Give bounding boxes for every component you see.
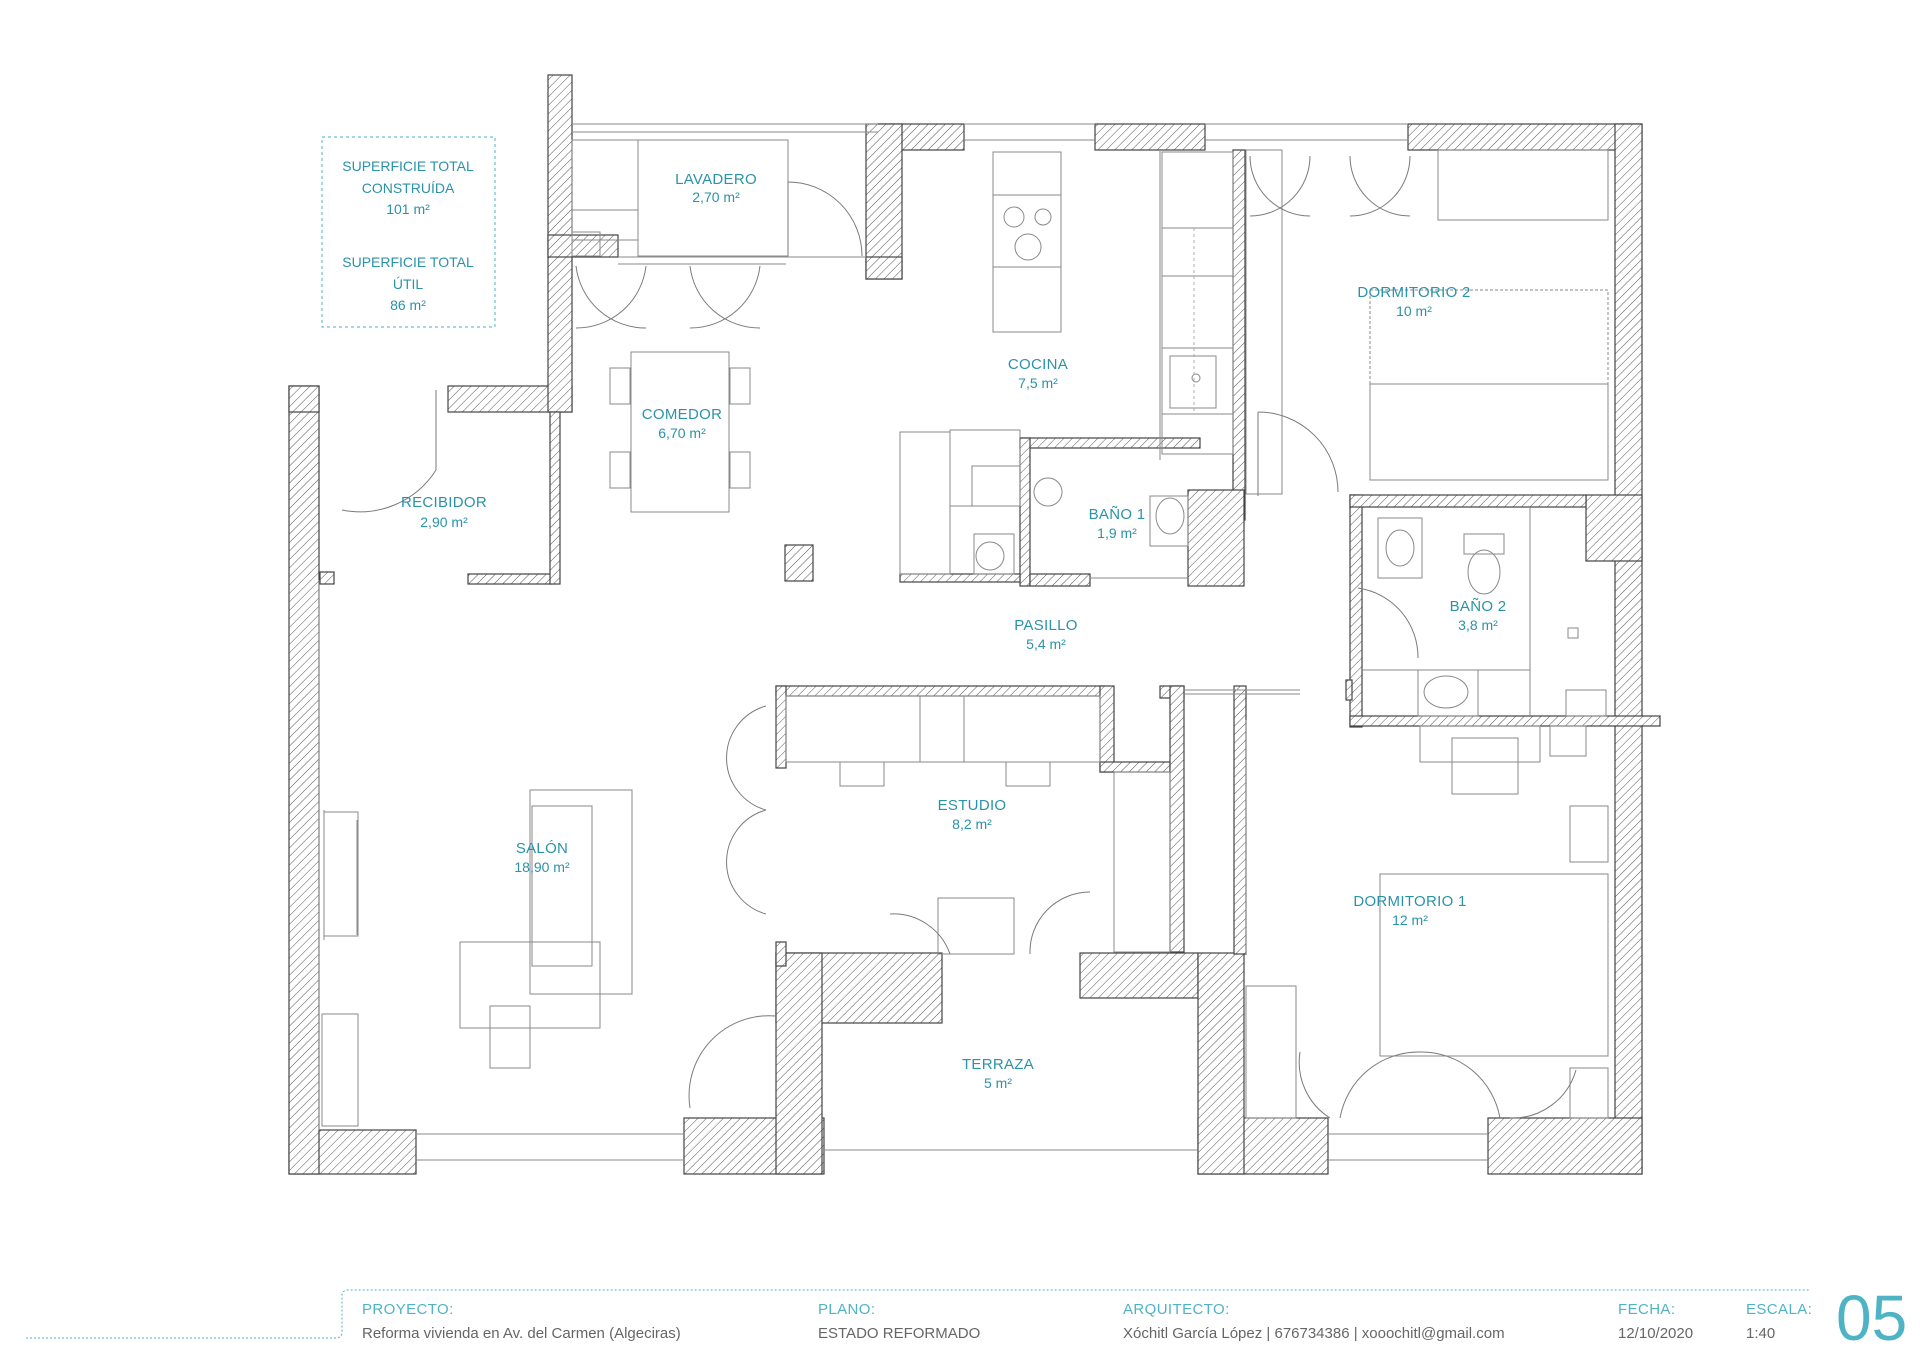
room-bano2-area: 3,8 m² [1458,617,1498,633]
exterior-walls [288,74,1643,1175]
scale-value: 1:40 [1746,1325,1775,1342]
usable-surface-label-1: SUPERFICIE TOTAL [342,254,474,270]
room-recibidor-name: RECIBIDOR [401,494,487,511]
usable-surface-value: 86 m² [390,297,426,313]
architect-value: Xóchitl García López | 676734386 | xoooc… [1123,1325,1505,1342]
scale-label: ESCALA: [1746,1301,1812,1318]
interior-partitions [319,149,1661,967]
title-block: PROYECTO: Reforma vivienda en Av. del Ca… [26,1282,1907,1354]
room-lavadero-name: LAVADERO [675,171,757,188]
room-pasillo-name: PASILLO [1014,617,1078,634]
room-dormitorio1-name: DORMITORIO 1 [1353,893,1466,910]
plan-label: PLANO: [818,1301,875,1318]
built-surface-label-2: CONSTRUÍDA [362,180,455,196]
room-salon-name: SALÓN [516,840,568,857]
room-labels: LAVADERO 2,70 m² COCINA 7,5 m² DORMITORI… [401,171,1506,1091]
built-surface-value: 101 m² [386,201,430,217]
usable-surface-label-2: ÚTIL [393,276,424,292]
room-comedor-area: 6,70 m² [658,425,706,441]
room-cocina-name: COCINA [1008,356,1068,373]
room-recibidor-area: 2,90 m² [420,514,468,530]
room-cocina-area: 7,5 m² [1018,375,1058,391]
built-surface-label-1: SUPERFICIE TOTAL [342,158,474,174]
project-label: PROYECTO: [362,1301,454,1318]
room-estudio-area: 8,2 m² [952,816,992,832]
plan-value: ESTADO REFORMADO [818,1325,980,1342]
project-value: Reforma vivienda en Av. del Carmen (Alge… [362,1325,681,1342]
architect-label: ARQUITECTO: [1123,1301,1230,1318]
surface-summary-box: SUPERFICIE TOTAL CONSTRUÍDA 101 m² SUPER… [321,136,496,328]
sheet-number: 05 [1836,1282,1907,1354]
room-salon-area: 18,90 m² [514,859,570,875]
room-lavadero-area: 2,70 m² [692,189,740,205]
windows [318,123,1488,1161]
room-terraza-area: 5 m² [984,1075,1012,1091]
doors [341,155,1577,1119]
room-bano2-name: BAÑO 2 [1450,598,1507,615]
room-dormitorio2-area: 10 m² [1396,303,1432,319]
room-dormitorio1-area: 12 m² [1392,912,1428,928]
room-pasillo-area: 5,4 m² [1026,636,1066,652]
room-bano1-area: 1,9 m² [1097,525,1137,541]
room-terraza-name: TERRAZA [962,1056,1034,1073]
date-value: 12/10/2020 [1618,1325,1693,1342]
room-estudio-name: ESTUDIO [938,797,1007,814]
room-comedor-name: COMEDOR [642,406,722,423]
date-label: FECHA: [1618,1301,1675,1318]
room-bano1-name: BAÑO 1 [1089,506,1146,523]
room-dormitorio2-name: DORMITORIO 2 [1357,284,1470,301]
